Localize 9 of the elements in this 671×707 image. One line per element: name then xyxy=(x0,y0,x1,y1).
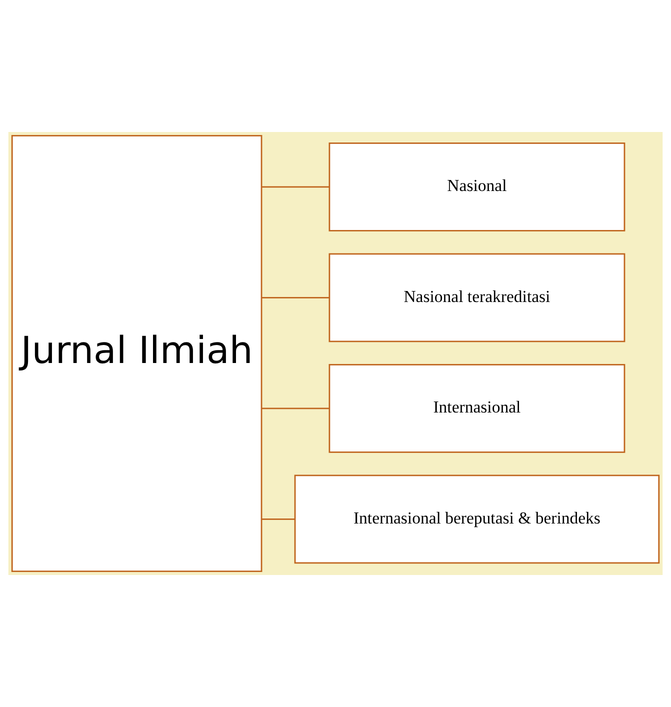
connector xyxy=(262,408,330,410)
node-box: Jurnal Ilmiah xyxy=(11,135,262,572)
connector xyxy=(262,186,330,188)
node-box: Nasional terakreditasi xyxy=(328,253,626,342)
connector xyxy=(262,518,295,520)
node-box: Internasional bereputasi & berindeks xyxy=(294,474,660,564)
node-box: Internasional xyxy=(328,364,626,453)
node-box: Nasional xyxy=(328,142,626,232)
connector xyxy=(262,296,330,298)
